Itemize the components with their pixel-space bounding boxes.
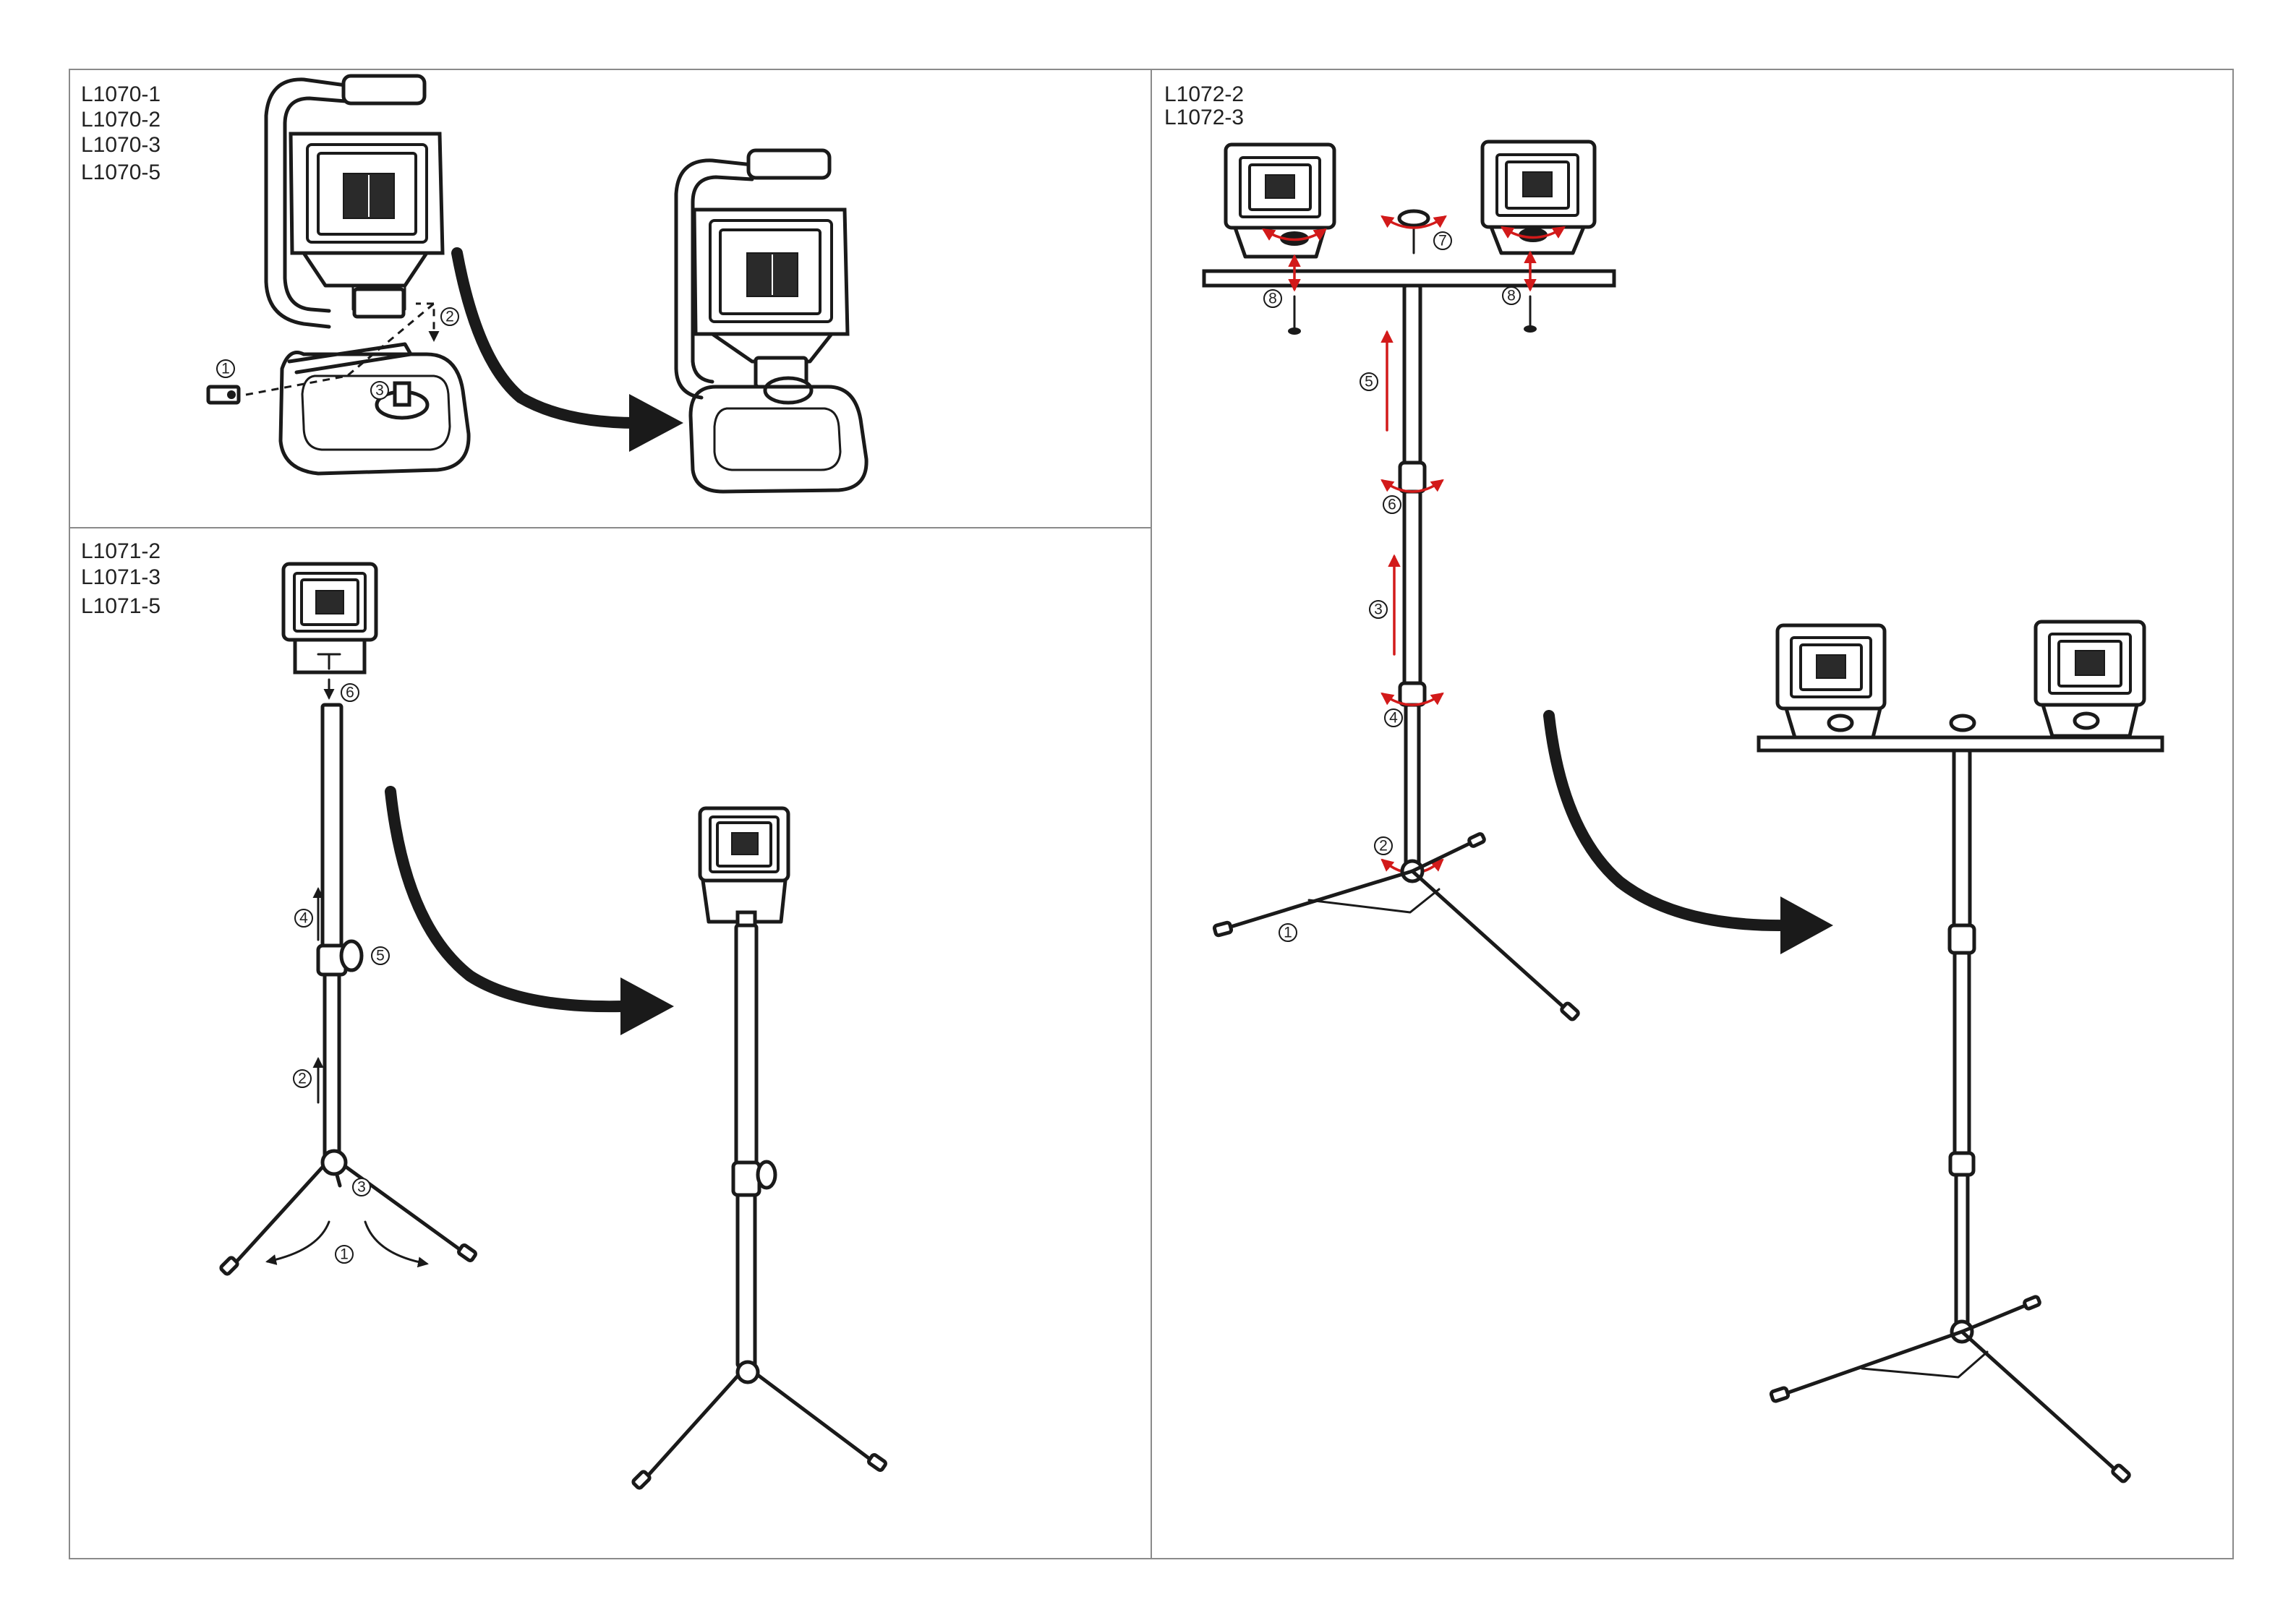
step-marker: 5 — [372, 947, 389, 964]
step-marker: 6 — [341, 684, 359, 701]
model-label: L1070-5 — [81, 160, 161, 184]
svg-text:3: 3 — [1374, 601, 1383, 618]
floodlight-icon — [694, 210, 848, 334]
svg-text:3: 3 — [357, 1179, 366, 1196]
floodlight-icon — [291, 134, 443, 253]
step-marker: 3 — [353, 1178, 370, 1196]
twin-tripod-exploded: 1 2 3 4 5 6 7 — [1204, 142, 1614, 1021]
step-marker: 1 — [336, 1246, 353, 1263]
floodlight-icon — [700, 808, 788, 922]
svg-text:8: 8 — [1268, 291, 1277, 307]
floodlight-icon — [283, 564, 376, 672]
svg-text:6: 6 — [346, 685, 354, 701]
step-marker: 4 — [1385, 709, 1402, 727]
svg-text:8: 8 — [1507, 288, 1516, 304]
step-marker: 8 — [1503, 287, 1520, 304]
step-marker: 3 — [371, 382, 388, 399]
panel-l1071: L1071-2 L1071-3 L1071-5 6 — [81, 539, 887, 1489]
svg-text:1: 1 — [1284, 925, 1292, 941]
floodlight-icon — [1226, 145, 1334, 257]
svg-text:3: 3 — [375, 382, 384, 399]
step-marker: 1 — [217, 360, 234, 377]
tripod-exploded: 6 1 2 — [220, 564, 477, 1275]
curved-arrow-icon — [457, 253, 683, 452]
svg-text:1: 1 — [221, 361, 230, 377]
worklight-assembled — [676, 150, 866, 492]
model-label: L1071-2 — [81, 539, 161, 563]
step-marker: 6 — [1383, 496, 1401, 513]
step-marker: 8 — [1264, 290, 1281, 307]
step-marker: 7 — [1434, 232, 1451, 249]
model-label: L1072-3 — [1164, 106, 1244, 129]
step-marker: 2 — [441, 308, 458, 325]
panel-l1072: L1072-2 L1072-3 — [1164, 82, 2162, 1483]
model-label: L1071-5 — [81, 594, 161, 618]
svg-text:5: 5 — [1365, 374, 1373, 390]
model-label: L1071-3 — [81, 565, 161, 589]
step-marker: 2 — [294, 1070, 311, 1087]
tripod-assembled — [632, 808, 887, 1489]
model-label: L1070-3 — [81, 133, 161, 157]
panel-l1070: L1070-1 L1070-2 L1070-3 L1070-5 — [81, 76, 866, 492]
svg-text:2: 2 — [445, 309, 454, 325]
twin-tripod-assembled — [1759, 622, 2162, 1483]
svg-text:2: 2 — [298, 1071, 307, 1087]
svg-text:6: 6 — [1388, 497, 1396, 513]
handle-grip — [343, 76, 424, 103]
svg-text:5: 5 — [376, 948, 385, 964]
curved-arrow-icon — [391, 792, 674, 1035]
worklight-exploded: 1 2 3 — [208, 76, 469, 474]
svg-text:7: 7 — [1438, 233, 1447, 249]
step-marker: 4 — [295, 909, 312, 927]
step-marker: 1 — [1279, 924, 1297, 941]
svg-text:1: 1 — [340, 1246, 349, 1263]
svg-text:2: 2 — [1379, 838, 1388, 855]
model-label: L1072-2 — [1164, 82, 1244, 106]
svg-text:4: 4 — [1389, 710, 1398, 727]
handle-grip — [748, 150, 829, 178]
step-marker: 5 — [1360, 373, 1378, 390]
step-marker: 3 — [1370, 601, 1387, 618]
bolt — [208, 387, 239, 403]
model-label: L1070-1 — [81, 82, 161, 106]
step-marker: 2 — [1375, 837, 1392, 855]
model-label: L1070-2 — [81, 108, 161, 132]
svg-text:4: 4 — [299, 910, 308, 927]
